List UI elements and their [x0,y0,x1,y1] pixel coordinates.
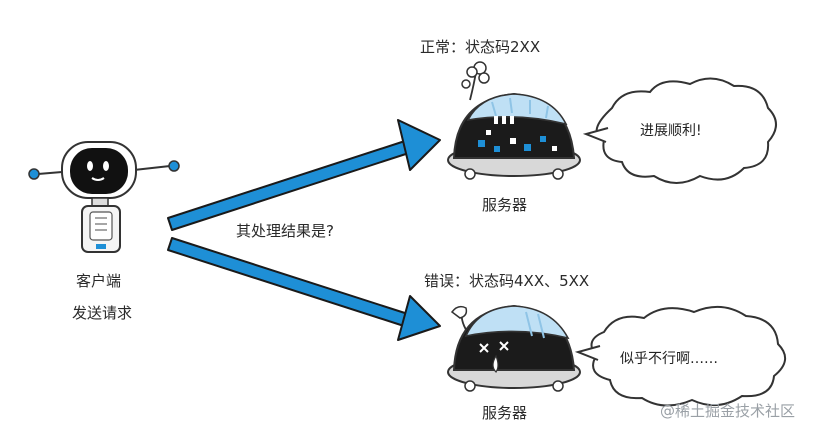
server-ok-speech: 进展顺利! [640,123,702,139]
server-err-name-label: 服务器 [482,404,528,422]
server-ok-robot [447,61,581,180]
server-err-status-label: 错误：状态码4XX、5XX [424,272,590,290]
server-err-speech: 似乎不行啊…… [620,351,718,367]
question-label: 其处理结果是? [236,222,334,240]
speech-bubble-err [574,305,786,407]
client-label: 客户端 [76,272,122,290]
server-ok-name-label: 服务器 [482,196,528,214]
client-action-label: 发送请求 [72,304,133,322]
speech-bubble-ok [582,77,777,184]
watermark: @稀土掘金技术社区 [660,402,796,420]
server-err-robot [447,304,581,392]
arrow-to-ok-server [167,119,441,231]
client-robot [28,141,180,253]
server-ok-status-label: 正常：状态码2XX [420,38,541,56]
arrow-to-err-server [167,237,441,341]
